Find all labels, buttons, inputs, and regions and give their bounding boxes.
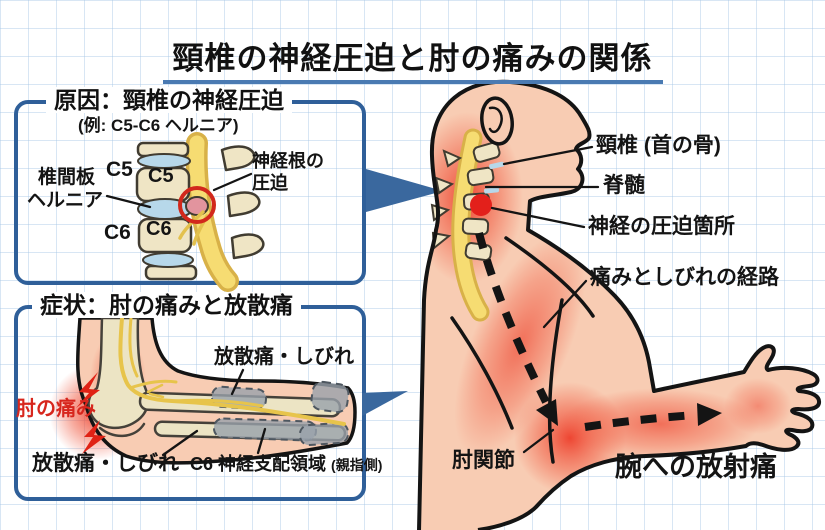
- leader-lines: [105, 145, 600, 457]
- pain-path-label: 痛みとしびれの経路: [590, 266, 779, 289]
- pain-bolts: [76, 372, 106, 454]
- page-title-wrap: 頸椎の神経圧迫と肘の痛みの関係: [0, 33, 825, 84]
- body-figure: [417, 79, 822, 530]
- cause-to-neck-arrow: [366, 169, 443, 212]
- c6-region-label-note: (親指側): [331, 457, 383, 473]
- pain-path-arrowhead-hand: [697, 403, 722, 426]
- cervical-spine-label: 頸椎 (首の骨): [596, 134, 721, 157]
- page-title: 頸椎の神経圧迫と肘の痛みの関係: [162, 33, 663, 84]
- pain-path-arrowhead-elbow: [536, 399, 558, 426]
- elbow-joint-line: [98, 422, 146, 437]
- c6-region-label-main: C6 神経支配領域: [190, 454, 327, 474]
- disc-top: [137, 153, 191, 169]
- dermatome-patch-wrist-top: [310, 380, 350, 414]
- c5-body-label: C5: [148, 165, 174, 187]
- c6-body-label: C6: [146, 218, 172, 240]
- spinal-cord-label: 脊髄: [603, 174, 645, 197]
- compression-point-label: 神経の圧迫箇所: [588, 215, 735, 238]
- cause-panel-header: 原因：頸椎の神経圧迫: [46, 87, 292, 114]
- c6-region-label: C6 神経支配領域 (親指側): [190, 454, 382, 474]
- elbow-pain-label: 肘の痛み: [16, 398, 96, 420]
- arm-diagram: [49, 316, 357, 465]
- spinous-process: [230, 233, 265, 260]
- ear-inner-line: [488, 106, 503, 134]
- body-outline: [417, 79, 822, 530]
- radiating-pain-top-label: 放散痛・しびれ: [214, 346, 354, 368]
- compression-circle-annotation: [178, 186, 216, 224]
- pain-bolt-upper: [76, 372, 100, 408]
- disc-bottom: [142, 252, 194, 268]
- symptom-to-elbow-arrow: [362, 391, 408, 416]
- nerve-root-label-line1: 神経根の: [252, 151, 324, 171]
- symptom-panel-header: 症状：肘の痛みと放散痛: [32, 292, 301, 319]
- elbow-joint-label: 肘関節: [452, 449, 515, 472]
- spinal-cord-core: [454, 131, 487, 319]
- cause-subtitle: (例: C5-C6 ヘルニア): [78, 116, 239, 135]
- pain-bolt-lower: [82, 420, 106, 454]
- disc-hernia-label-line2: ヘルニア: [27, 190, 104, 211]
- dermatome-patch-wrist-bottom: [298, 421, 350, 447]
- nerve-root-label-line2: 圧迫: [252, 173, 288, 193]
- c6-outer-label: C6: [104, 221, 131, 244]
- neck-disc: [484, 187, 500, 194]
- spinous-process: [226, 191, 261, 218]
- nerve-lines: [118, 316, 346, 426]
- humerus-bone: [87, 316, 150, 429]
- disc-hernia-label-line1: 椎間板: [38, 167, 96, 188]
- body-creases: [450, 236, 595, 464]
- radiating-pain-bottom-label: 放散痛・しびれ: [32, 452, 179, 475]
- spinal-cord-core: [189, 135, 236, 289]
- spinous-process: [220, 145, 256, 172]
- arm-radiation-label: 腕への放射痛: [615, 452, 777, 482]
- c5-outer-label: C5: [106, 158, 133, 181]
- forearm-pain-glow: [560, 388, 760, 460]
- pain-path-dashed: [475, 231, 722, 431]
- ear: [480, 96, 514, 146]
- spine-diagram: [135, 132, 265, 292]
- connector-arrows: [362, 169, 443, 416]
- compression-dot: [470, 194, 492, 216]
- hand-pain-glow: [724, 378, 792, 434]
- neck-disc: [489, 161, 505, 170]
